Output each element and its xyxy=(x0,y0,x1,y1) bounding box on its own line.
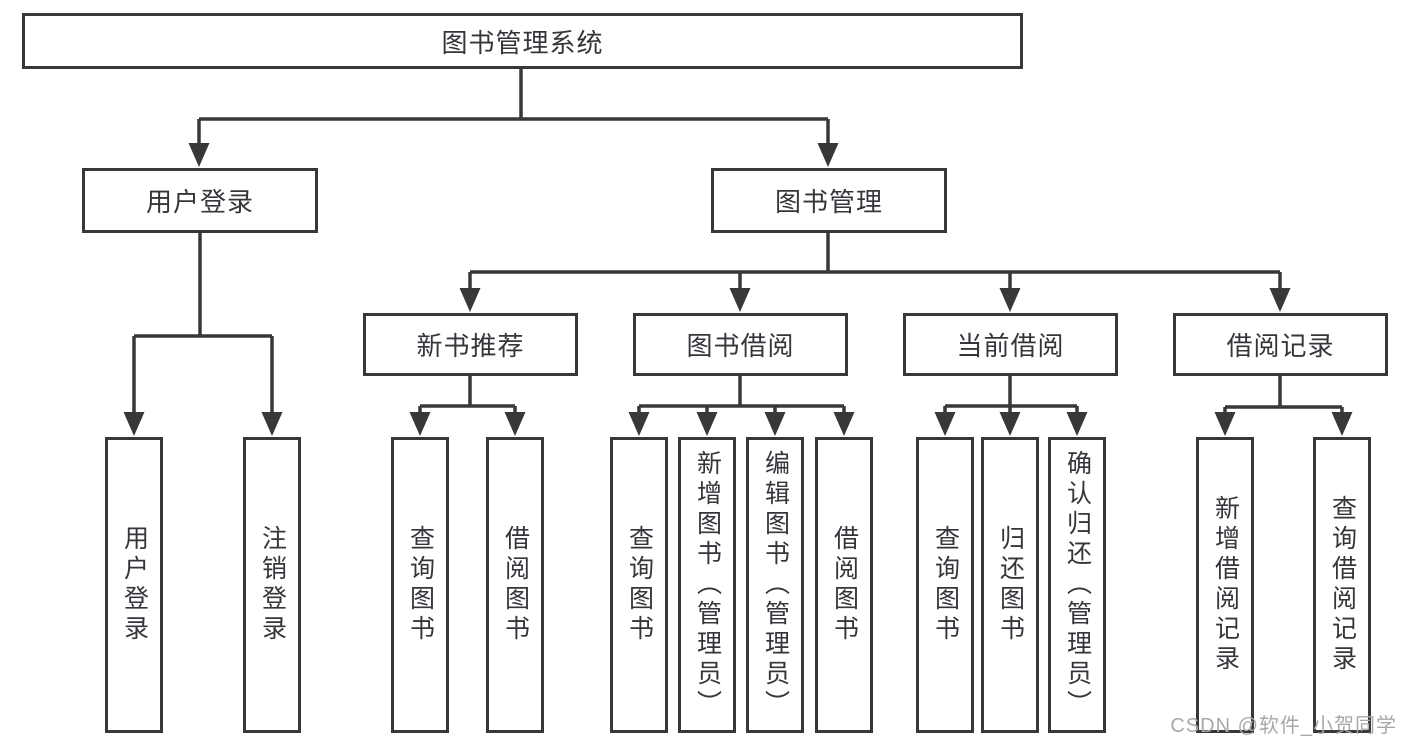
node-borrowing-records: 借阅记录 xyxy=(1173,313,1388,376)
leaf-query-books-current: 查询图书 xyxy=(916,437,974,733)
leaf-borrow-books: 借阅图书 xyxy=(815,437,873,733)
leaf-edit-books-admin: 编辑图书（管理员） xyxy=(746,437,804,733)
node-new-book-recommend: 新书推荐 xyxy=(363,313,578,376)
leaf-query-books-recommend: 查询图书 xyxy=(391,437,449,733)
csdn-watermark: CSDN @软件_小贺同学 xyxy=(1170,715,1397,737)
node-library-system: 图书管理系统 xyxy=(22,13,1023,69)
arrowheads xyxy=(123,143,1353,436)
node-book-borrowing: 图书借阅 xyxy=(633,313,848,376)
leaf-borrow-books-recommend: 借阅图书 xyxy=(486,437,544,733)
leaf-add-books-admin: 新增图书（管理员） xyxy=(678,437,736,733)
leaf-return-books: 归还图书 xyxy=(981,437,1039,733)
node-user-login-branch: 用户登录 xyxy=(82,168,318,233)
node-current-borrowing: 当前借阅 xyxy=(903,313,1118,376)
node-book-management-branch: 图书管理 xyxy=(711,168,947,233)
leaf-query-books-borrow: 查询图书 xyxy=(610,437,668,733)
leaf-confirm-return-admin: 确认归还（管理员） xyxy=(1048,437,1106,733)
leaf-user-login: 用户登录 xyxy=(105,437,163,733)
leaf-logout: 注销登录 xyxy=(243,437,301,733)
leaf-add-borrow-record: 新增借阅记录 xyxy=(1196,437,1254,733)
leaf-query-borrow-record: 查询借阅记录 xyxy=(1313,437,1371,733)
